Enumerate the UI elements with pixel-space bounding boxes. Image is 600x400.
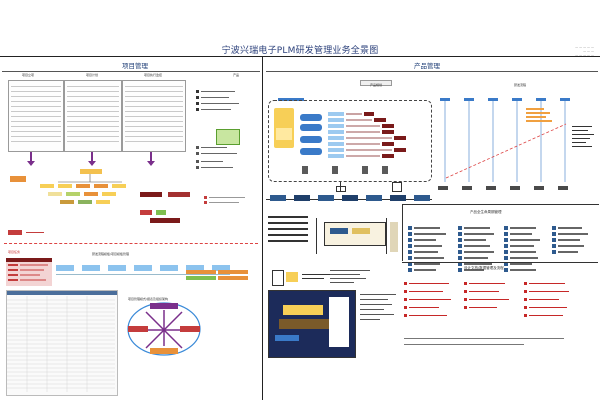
arrow-shaft bbox=[91, 152, 93, 162]
preview-notes bbox=[360, 290, 400, 350]
doc-header-3: 项目执行监控 bbox=[144, 73, 163, 77]
product-planning-frame bbox=[268, 100, 432, 182]
task-table bbox=[6, 258, 52, 286]
left-section-title: 项目管理 bbox=[122, 62, 148, 70]
preview-image bbox=[268, 290, 356, 358]
connector bbox=[340, 182, 341, 192]
tag-connector bbox=[26, 232, 44, 233]
orange-label-stack bbox=[186, 270, 252, 284]
down-arrow-icon bbox=[27, 161, 35, 166]
right-top-tabs bbox=[270, 80, 470, 101]
change-flow-diagram bbox=[266, 212, 400, 262]
doc-list bbox=[330, 268, 400, 286]
document-thumbnail bbox=[64, 80, 122, 152]
bottom-left-caption: 项目管理模式/报表及组织架构 bbox=[128, 297, 169, 301]
doc-icons bbox=[268, 268, 348, 286]
flow-label-box bbox=[10, 176, 26, 182]
product-mindmap bbox=[274, 108, 406, 174]
lifecycle-items bbox=[408, 226, 588, 272]
connector-node bbox=[336, 186, 346, 192]
doc-notes-list bbox=[196, 84, 254, 184]
task-table-label: 项目任务 bbox=[8, 250, 21, 254]
arrow-shaft bbox=[30, 152, 32, 162]
dev-process-flow bbox=[438, 98, 594, 190]
report-table-grid bbox=[7, 296, 115, 392]
panel-caption-right: 研发流程 bbox=[514, 83, 527, 87]
lifecycle-caption: 产品全生命周期管理 bbox=[470, 210, 502, 214]
template-flow-caption: 研发流程模板/项目模板管理 bbox=[92, 252, 130, 256]
left-title-line bbox=[2, 71, 260, 72]
project-report-table bbox=[6, 290, 118, 396]
lifecycle-timeline bbox=[266, 195, 432, 203]
arrow-shaft bbox=[150, 152, 152, 162]
down-arrow-icon bbox=[88, 161, 96, 166]
lifecycle-panel bbox=[402, 204, 599, 261]
right-section-title: 产品管理 bbox=[414, 62, 440, 70]
frame-divider bbox=[262, 56, 263, 400]
project-flow-diagram bbox=[40, 169, 190, 223]
revision-block: — — — — — — — — — — — — — bbox=[575, 45, 594, 57]
document-thumbnail bbox=[122, 80, 186, 152]
tag-red bbox=[8, 230, 22, 235]
page-title: 宁波兴瑞电子PLM研发管理业务全景图 bbox=[221, 46, 379, 56]
connector-node bbox=[392, 182, 402, 192]
status-panel bbox=[216, 129, 240, 145]
design-doc-notes bbox=[404, 282, 569, 345]
dashed-divider bbox=[4, 243, 258, 244]
cycle-diagram bbox=[127, 302, 201, 356]
doc-header-1: 项目立项 bbox=[22, 73, 35, 77]
template-flow-row bbox=[56, 262, 256, 278]
panel-caption-left: 产品规划 bbox=[370, 83, 383, 87]
legend-notes bbox=[204, 196, 249, 210]
doc-header-2: 项目计划 bbox=[86, 73, 99, 77]
right-divider bbox=[402, 262, 598, 263]
lower-caption: 设计文档/数据管理及流程 bbox=[464, 266, 504, 270]
frame-top-line bbox=[0, 56, 600, 57]
down-arrow-icon bbox=[147, 161, 155, 166]
document-thumbnail bbox=[8, 80, 64, 152]
doc-tab-label: 产品 bbox=[233, 73, 240, 77]
right-title-line bbox=[266, 71, 598, 72]
